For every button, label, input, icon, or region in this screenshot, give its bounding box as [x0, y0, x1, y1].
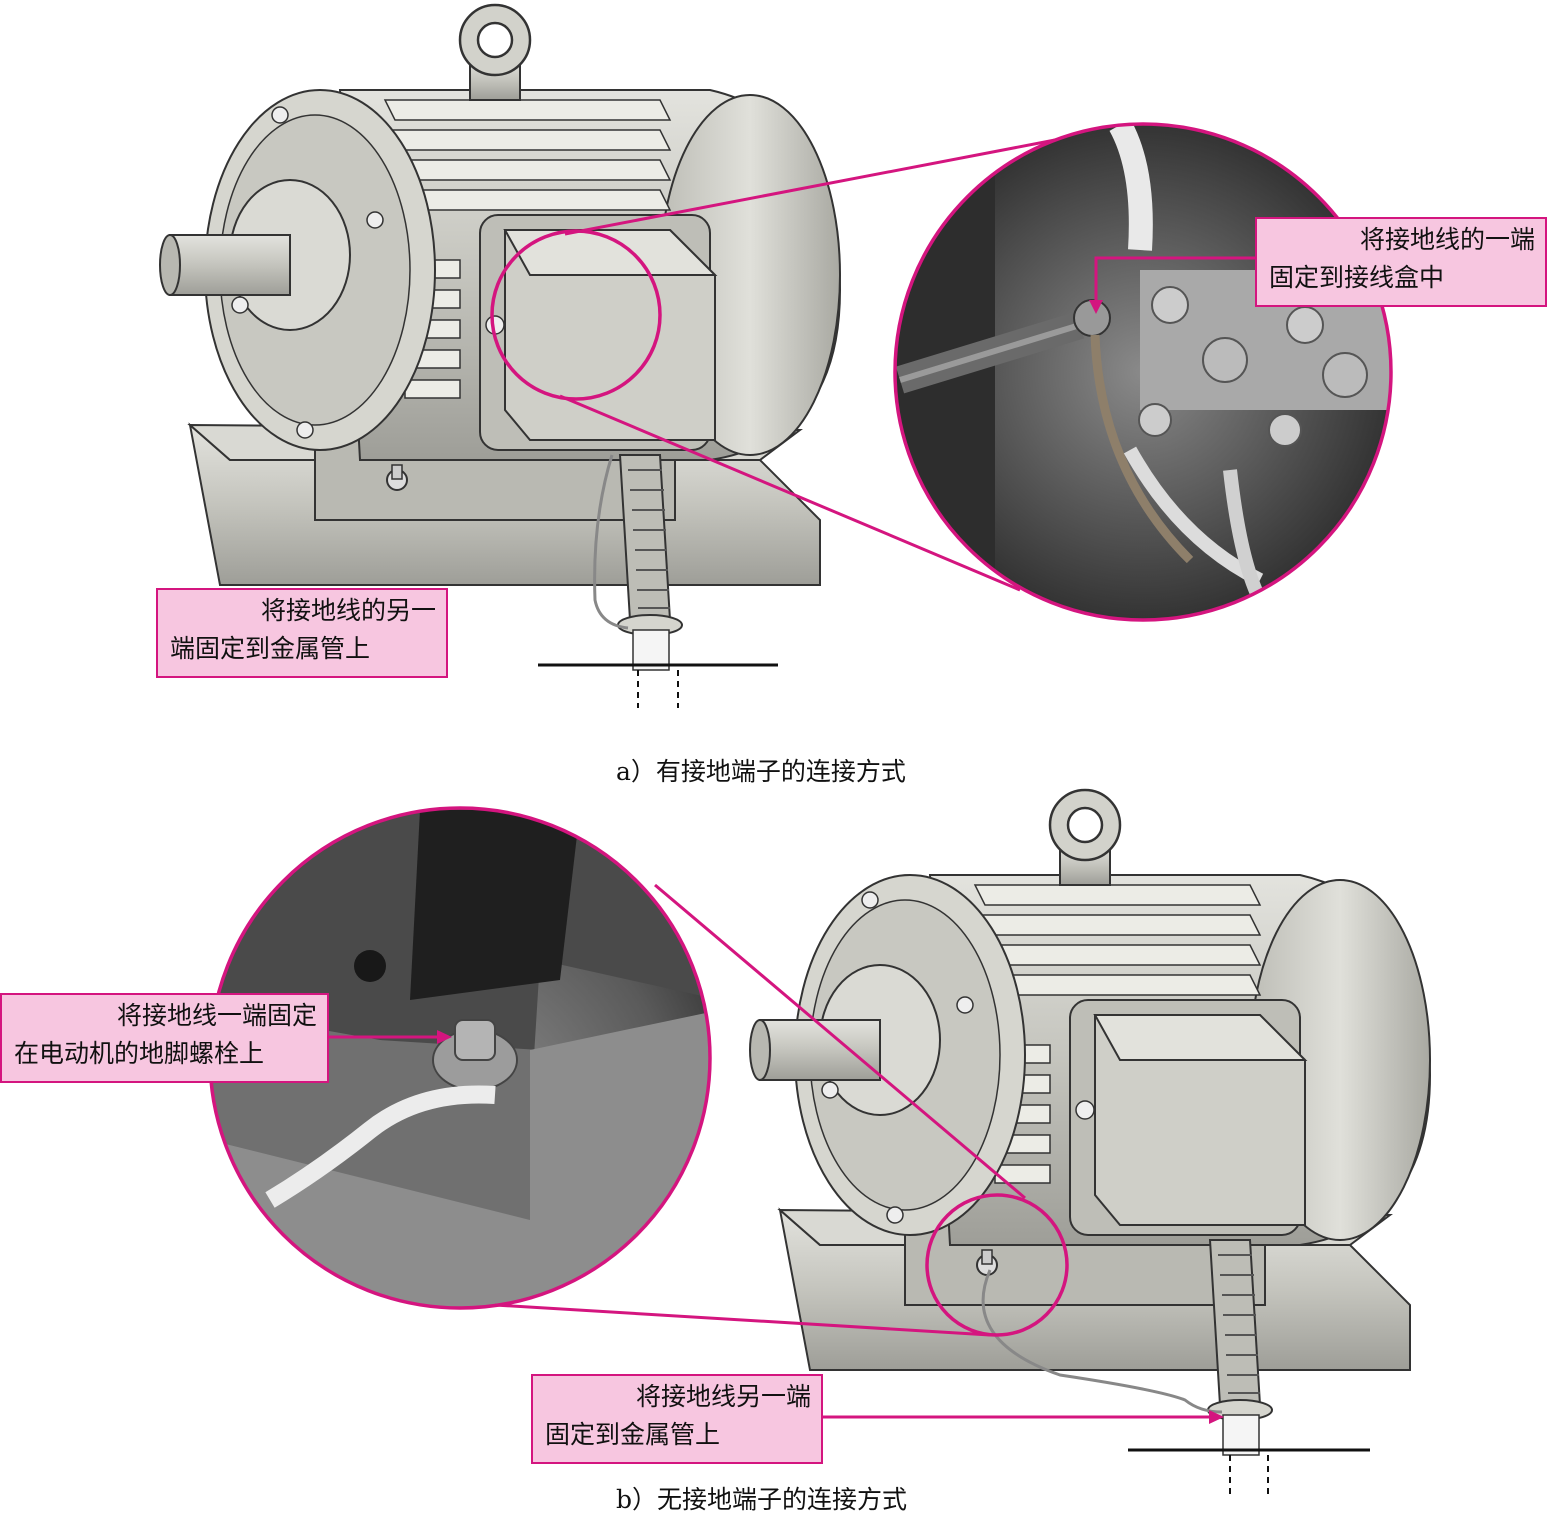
- caption-b: b）无接地端子的连接方式: [616, 1485, 908, 1514]
- diagram-a-zoom-lines: [490, 138, 1056, 592]
- callout-foot-bolt-line1: 将接地线一端固定: [116, 1001, 317, 1030]
- callout-terminal-box: 将接地线的一端 固定到接线盒中: [1255, 217, 1547, 307]
- callout-b-metal-pipe: 将接地线另一端 固定到金属管上: [531, 1374, 823, 1464]
- caption-a: a）有接地端子的连接方式: [616, 757, 906, 786]
- diagram-b-zoom-lines: [328, 883, 1224, 1424]
- callout-b-metal-pipe-line2: 固定到金属管上: [545, 1420, 721, 1449]
- diagram-a-terminal-photo: [893, 122, 1393, 622]
- callout-foot-bolt: 将接地线一端固定 在电动机的地脚螺栓上: [0, 993, 329, 1083]
- diagram-b-foot-bolt-photo: [208, 806, 712, 1310]
- callout-a-metal-pipe: 将接地线的另一 端固定到金属管上: [156, 588, 448, 678]
- callout-foot-bolt-line2: 在电动机的地脚螺栓上: [14, 1039, 265, 1068]
- callout-terminal-box-line1: 将接地线的一端: [1359, 225, 1535, 254]
- diagram-a-motor: [158, 3, 842, 708]
- callout-a-metal-pipe-line1: 将接地线的另一: [260, 596, 436, 625]
- callout-a-metal-pipe-line2: 端固定到金属管上: [170, 634, 371, 663]
- callout-terminal-box-line2: 固定到接线盒中: [1269, 263, 1445, 292]
- diagram-b-motor: [748, 788, 1432, 1495]
- callout-b-metal-pipe-line1: 将接地线另一端: [635, 1382, 811, 1411]
